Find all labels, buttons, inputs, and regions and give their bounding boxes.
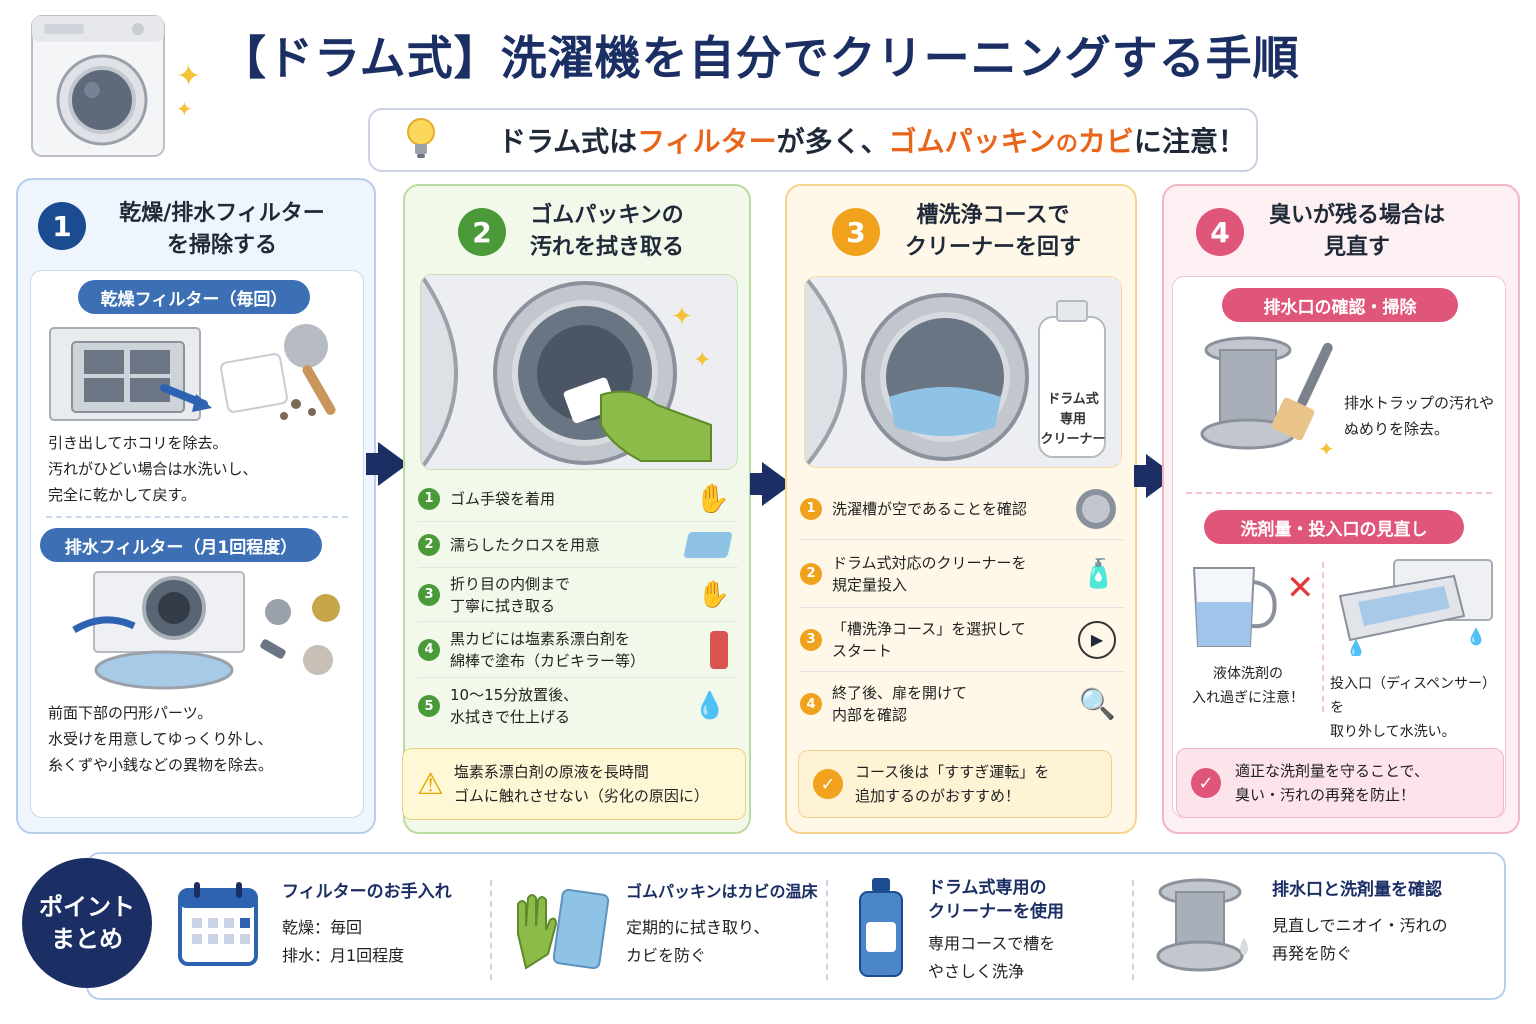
detergent-review-pill: 洗剤量・投入口の見直し xyxy=(1204,510,1464,544)
list-item: 5 10〜15分放置後、水拭きで仕上げる 💧 xyxy=(418,678,738,734)
list-item: 1 ゴム手袋を着用 ✋ xyxy=(418,476,738,522)
dispenser-text: 投入口（ディスペンサー）を取り外して水洗い。 xyxy=(1330,676,1497,740)
check-icon: ✓ xyxy=(1191,768,1221,798)
wiping-hand-icon: ✋ xyxy=(697,579,730,610)
check-icon: ✓ xyxy=(813,769,843,799)
step2-warning-box: ⚠ 塩素系漂白剤の原液を長時間ゴムに触れさせない（劣化の原因に） xyxy=(402,748,746,820)
drain-check-text: 排水トラップの汚れやぬめりを除去。 xyxy=(1344,394,1495,438)
subtitle-banner: ドラム式はフィルターが多く、ゴムパッキンのカビに注意！ xyxy=(368,108,1258,172)
pouring-cleaner-icon: 🧴 xyxy=(1081,557,1116,590)
step1-title: 乾燥/排水フィルターを掃除する xyxy=(119,201,325,258)
measuring-cup-icon xyxy=(1184,562,1284,652)
liquid-detergent-text: 液体洗剤の入れ過ぎに注意！ xyxy=(1192,666,1304,706)
list-item: 4 黒カビには塩素系漂白剤を綿棒で塗布（カビキラー等） xyxy=(418,622,738,678)
summary-badge: ポイントまとめ xyxy=(22,858,152,988)
step4-title: 臭いが残る場合は見直す xyxy=(1268,203,1445,260)
svg-text:💧: 💧 xyxy=(1346,639,1366,656)
step1-divider xyxy=(46,516,348,518)
list-item: 2 ドラム式対応のクリーナーを規定量投入 🧴 xyxy=(800,540,1124,608)
step2-image-frame: ✦ ✦ xyxy=(420,274,738,470)
drain-check-pill: 排水口の確認・掃除 xyxy=(1222,288,1458,322)
step3-number: 3 xyxy=(832,208,880,256)
step1-number: 1 xyxy=(38,202,86,250)
step3-list: 1 洗濯槽が空であることを確認 2 ドラム式対応のクリーナーを規定量投入 🧴 3… xyxy=(800,478,1124,736)
svg-text:✦: ✦ xyxy=(1318,437,1335,460)
play-button-icon[interactable]: ▶ xyxy=(1078,620,1116,659)
step4-number: 4 xyxy=(1196,208,1244,256)
summary-box xyxy=(86,852,1506,1000)
subtitle-text: ドラム式はフィルターが多く、ゴムパッキンのカビに注意！ xyxy=(498,125,1246,158)
svg-text:✦: ✦ xyxy=(693,348,711,373)
list-item: 4 終了後、扉を開けて内部を確認 🔍 xyxy=(800,672,1124,736)
step3-image-frame xyxy=(804,276,1122,468)
glove-cloth-icon xyxy=(512,884,612,974)
rubber-glove-icon: ✋ xyxy=(695,482,730,515)
svg-text:💧: 💧 xyxy=(1466,627,1486,646)
drain-trap-illustration: ✦ xyxy=(1192,330,1348,461)
rubber-gasket-wiping-illustration: ✦ ✦ xyxy=(421,275,737,469)
step2-list: 1 ゴム手袋を着用 ✋ 2 濡らしたクロスを用意 3 折り目の内側まで丁寧に拭き… xyxy=(418,476,738,734)
dry-filter-pill: 乾燥フィルター（毎回） xyxy=(78,280,310,314)
bleach-bottle-icon xyxy=(710,630,728,669)
step3-title: 槽洗浄コースでクリーナーを回す xyxy=(904,203,1081,260)
summary-divider xyxy=(826,880,828,980)
summary-item-1: フィルターのお手入れ 乾燥：毎回排水：月1回程度 xyxy=(282,882,452,965)
drain-trap-icon xyxy=(1154,876,1254,976)
list-item: 1 洗濯槽が空であることを確認 xyxy=(800,478,1124,540)
drain-filter-text: 前面下部の円形パーツ。水受けを用意してゆっくり外し、糸くずや小銭などの異物を除去… xyxy=(48,704,274,774)
cloth-icon xyxy=(683,531,733,558)
step4-divider xyxy=(1186,492,1492,494)
list-item: 2 濡らしたクロスを用意 xyxy=(418,522,738,568)
cleaner-bottle-icon xyxy=(856,876,906,980)
step3-tip-box: ✓ コース後は「すすぎ運転」を追加するのがおすすめ！ xyxy=(798,750,1112,818)
summary-item-4: 排水口と洗剤量を確認 見直しでニオイ・汚れの再発を防ぐ xyxy=(1272,880,1448,963)
dry-filter-text: 引き出してホコリを除去。汚れがひどい場合は水洗いし、完全に乾かして戻す。 xyxy=(48,434,258,504)
step4-vertical-divider xyxy=(1322,562,1324,712)
lightbulb-icon xyxy=(404,116,438,164)
summary-divider xyxy=(1132,880,1134,980)
summary-item-3: ドラム式専用のクリーナーを使用 専用コースで槽をやさしく洗浄 xyxy=(928,878,1064,981)
drum-icon xyxy=(1076,488,1116,529)
summary-divider xyxy=(490,880,492,980)
cross-icon: ✕ xyxy=(1286,568,1315,608)
calendar-icon xyxy=(176,880,260,968)
magnifier-icon: 🔍 xyxy=(1078,686,1116,722)
list-item: 3 折り目の内側まで丁寧に拭き取る ✋ xyxy=(418,568,738,622)
page-title: 【ドラム式】洗濯機を自分でクリーニングする手順 xyxy=(220,31,1300,85)
step2-title: ゴムパッキンの汚れを拭き取る xyxy=(529,203,684,260)
step4-check-box: ✓ 適正な洗剤量を守ることで、臭い・汚れの再発を防止！ xyxy=(1176,748,1504,818)
dry-filter-illustration xyxy=(44,318,354,428)
drain-filter-pill: 排水フィルター（月1回程度） xyxy=(40,528,322,562)
list-item: 3 「槽洗浄コース」を選択してスタート ▶ xyxy=(800,608,1124,672)
dispenser-drawer-icon: 💧 💧 xyxy=(1334,556,1494,658)
washing-machine-icon xyxy=(28,12,168,162)
flow-arrow-1 xyxy=(366,442,408,486)
svg-text:✦: ✦ xyxy=(671,302,693,332)
drum-cleaner-illustration xyxy=(805,277,1121,467)
step2-number: 2 xyxy=(458,208,506,256)
drain-filter-illustration xyxy=(34,568,354,698)
water-drop-icon: 💧 xyxy=(693,691,726,721)
sparkle-icon: ✦✦ xyxy=(176,59,202,122)
summary-item-2: ゴムパッキンはカビの温床 定期的に拭き取り、カビを防ぐ xyxy=(626,882,818,965)
warning-icon: ⚠ xyxy=(417,766,444,802)
cleaner-bottle-label: ドラム式専用クリーナー xyxy=(1040,392,1106,447)
